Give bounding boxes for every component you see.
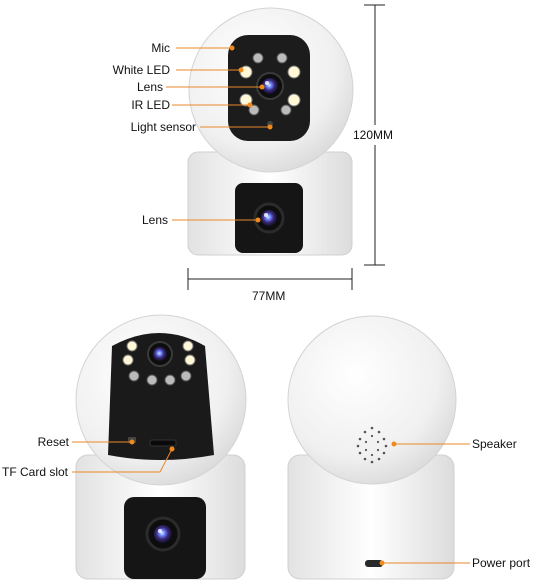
label-lens-bottom: Lens (141, 213, 168, 227)
bl-callouts (72, 439, 175, 473)
power-port-icon (365, 560, 383, 567)
br-camera-ball (287, 315, 457, 485)
ir-led-icon (252, 52, 264, 64)
label-lens-top: Lens (136, 80, 163, 94)
white-led-icon (182, 340, 194, 352)
label-light-sensor: Light sensor (130, 120, 196, 134)
bottom-left-camera (75, 314, 247, 580)
ir-led-icon (128, 370, 140, 382)
ir-led-icon (248, 104, 260, 116)
ir-led-icon (276, 52, 288, 64)
br-callouts (379, 441, 470, 566)
white-led-icon (122, 354, 134, 366)
top-camera (187, 7, 354, 256)
ir-led-icon (146, 374, 158, 386)
top-callouts (166, 45, 273, 223)
ir-led-icon (164, 374, 176, 386)
dimension-lines (187, 4, 385, 290)
ir-led-icon (180, 370, 192, 382)
dimension-width: 77MM (252, 289, 286, 303)
label-white-led: White LED (112, 63, 170, 77)
label-speaker: Speaker (472, 437, 517, 451)
label-ir-led: IR LED (131, 98, 170, 112)
bottom-right-camera (287, 315, 457, 580)
white-led-icon (184, 354, 196, 366)
white-led-icon (287, 93, 301, 107)
white-led-icon (287, 65, 301, 79)
label-power-port: Power port (472, 556, 531, 570)
ir-led-icon (280, 104, 292, 116)
label-mic: Mic (151, 41, 170, 55)
label-tf-card-slot: TF Card slot (2, 465, 69, 479)
dimension-height: 120MM (353, 128, 394, 142)
label-reset: Reset (37, 435, 69, 449)
white-led-icon (126, 340, 138, 352)
speaker-grille-icon (356, 426, 388, 464)
tf-card-slot-icon (149, 439, 177, 447)
